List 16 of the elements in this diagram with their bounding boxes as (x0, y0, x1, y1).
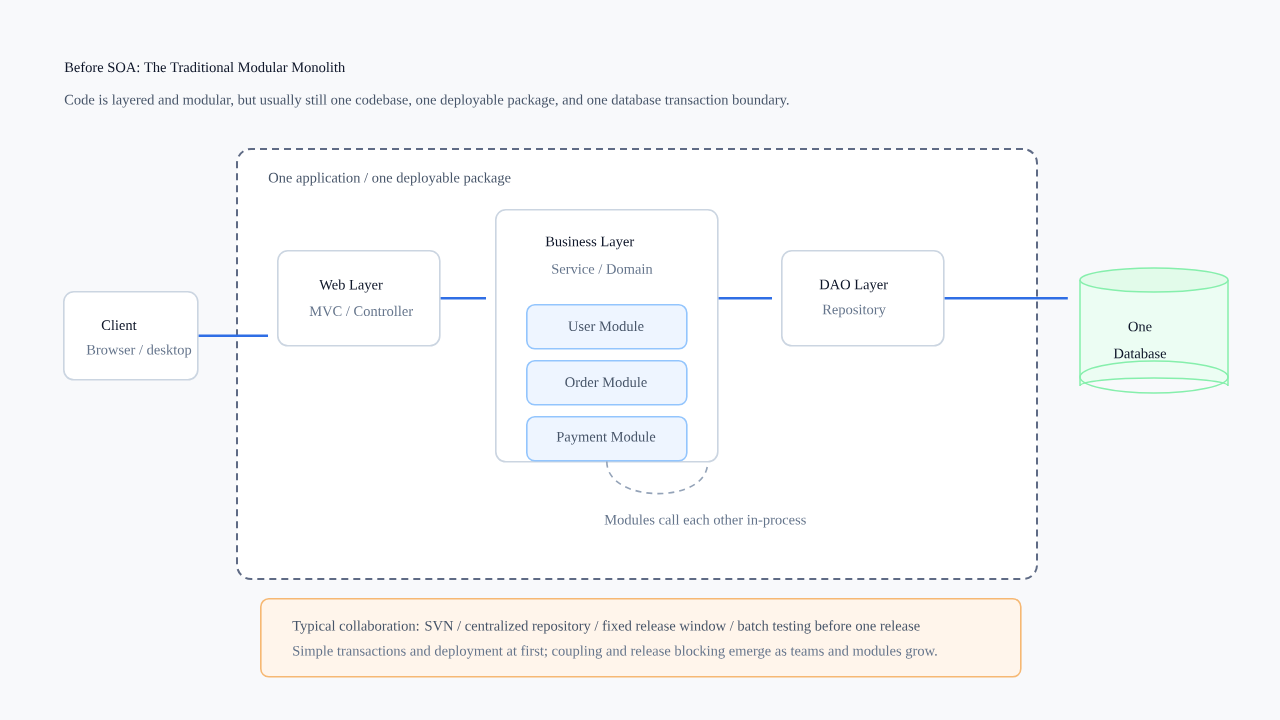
connector-line (606, 460, 709, 495)
module-box: Payment Module (526, 416, 688, 462)
note-box: Typical collaboration: SVN / centralized repository / fixed release window / batch testing before one release Simple transactions and deployment at first; coupling and release blocking emerge as teams and modules grow. (260, 598, 1022, 678)
connector-line (718, 297, 772, 300)
note-text: Modules call each other in-process (604, 514, 806, 528)
connector-line (198, 334, 268, 338)
database-cylinder: One Database (1079, 267, 1229, 394)
connector-line (440, 297, 486, 300)
module-box: User Module (526, 304, 688, 350)
subtitle-text: Code is layered and modular, but usually still one codebase, one deployable package, and one database transaction boundary. (64, 94, 789, 108)
client-box: Client Browser / desktop (63, 291, 199, 381)
connector-line (944, 297, 1068, 300)
layer-box: DAO Layer Repository (781, 250, 945, 347)
layer-box: Web Layer MVC / Controller (277, 250, 441, 347)
module-box: Order Module (526, 360, 688, 406)
diagram-title: Before SOA: The Traditional Modular Monolith (64, 61, 345, 73)
